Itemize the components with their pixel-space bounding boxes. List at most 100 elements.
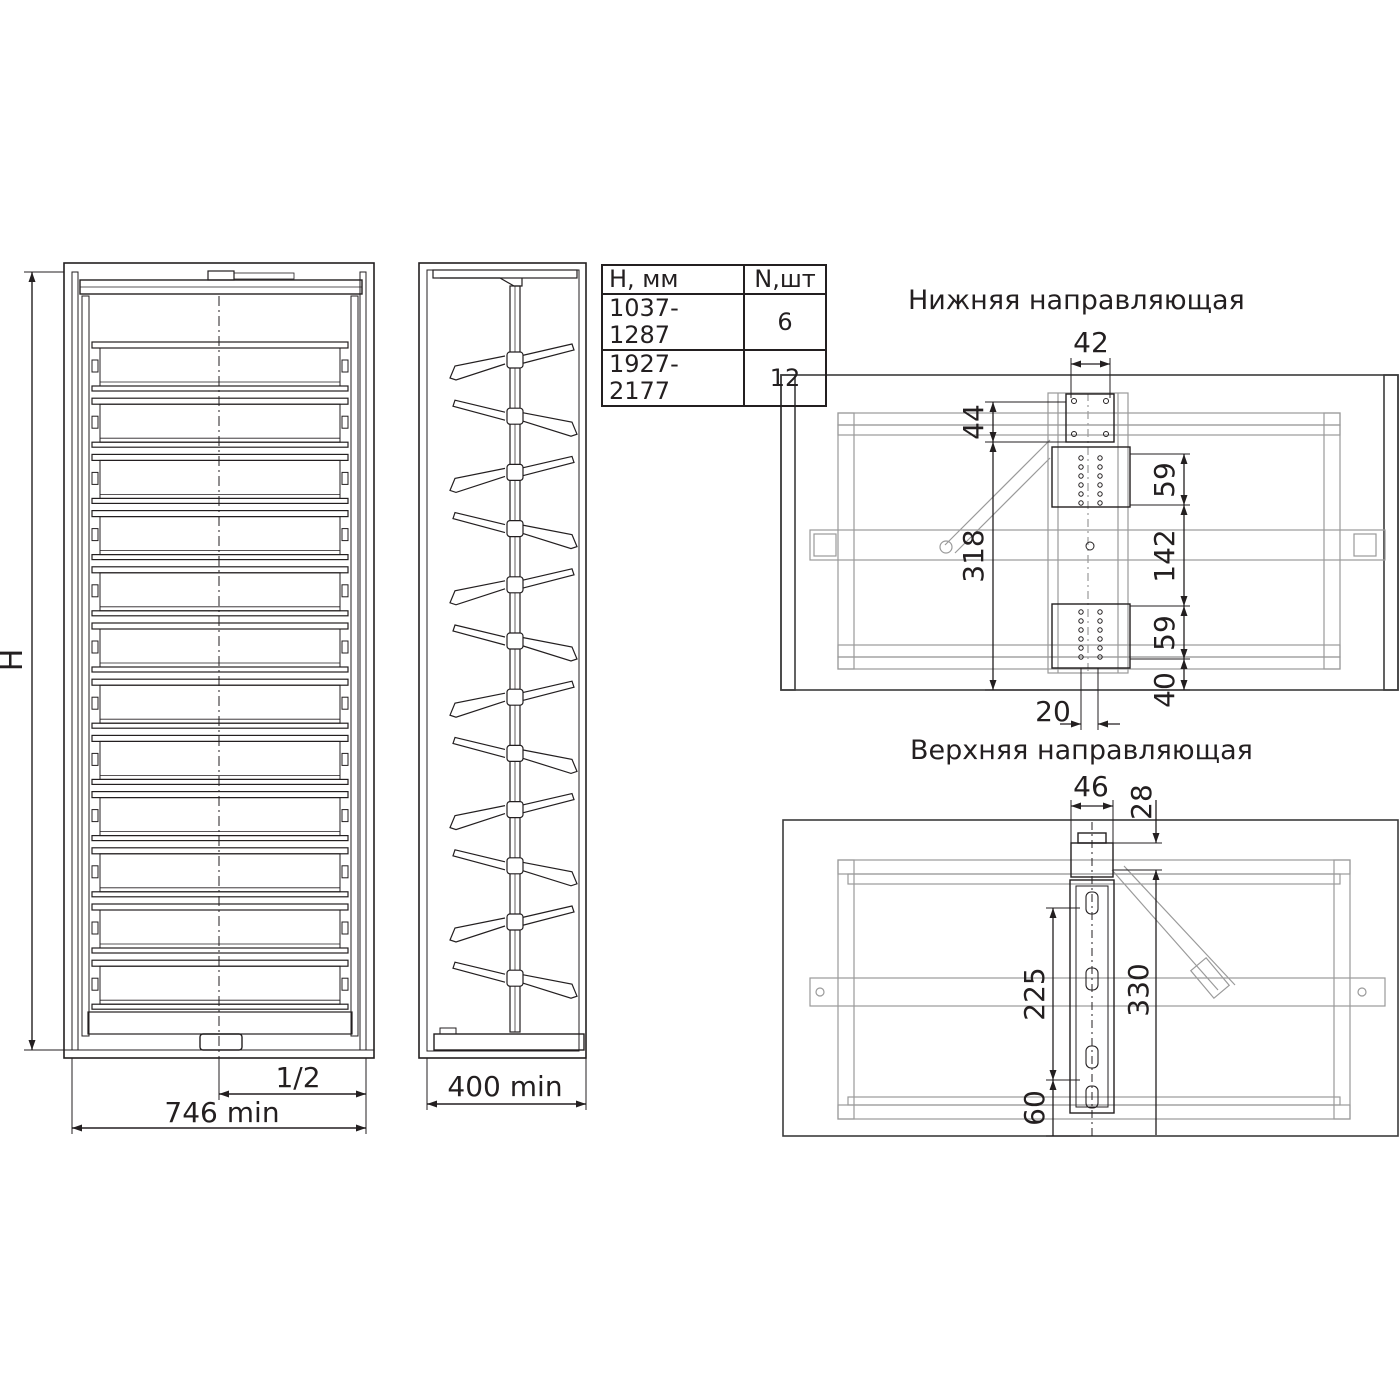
- shelf: [91, 903, 349, 954]
- upper-guide-dimensions: [1046, 800, 1162, 1137]
- rack: [449, 680, 575, 718]
- side-bottom-base: [433, 1033, 585, 1051]
- front-dimensions: [24, 271, 367, 1134]
- front-view: [63, 262, 375, 1095]
- rack: [449, 568, 575, 606]
- mount-hole: [1097, 500, 1103, 506]
- mount-hole: [1078, 618, 1084, 624]
- lower-dim-40: 40: [1148, 672, 1181, 708]
- lower-dim-59b: 59: [1148, 615, 1181, 651]
- side-top-rail: [432, 269, 578, 279]
- shelf: [91, 341, 349, 392]
- shelf: [91, 678, 349, 729]
- half-label: 1/2: [275, 1061, 320, 1094]
- spec-table-header-n: N,шт: [743, 264, 827, 295]
- mount-hole: [1097, 636, 1103, 642]
- mount-hole: [1078, 491, 1084, 497]
- mount-hole: [1097, 455, 1103, 461]
- bottom-mechanism: [199, 1033, 243, 1051]
- upper-dim-46: 46: [1073, 770, 1109, 803]
- spec-table: H, мм N,шт 1037-1287 6 1927-2177 12: [601, 264, 827, 407]
- rack: [452, 961, 578, 999]
- upper-dim-60: 60: [1018, 1090, 1051, 1126]
- mount-hole: [1078, 645, 1084, 651]
- cabinet-inner-left-panel: [71, 271, 79, 1051]
- upper-dim-28: 28: [1125, 784, 1158, 820]
- mount-hole: [1097, 654, 1103, 660]
- shelf: [91, 847, 349, 898]
- upper-dim-225: 225: [1018, 967, 1051, 1020]
- lower-guide-left-panel: [780, 374, 796, 691]
- shelf: [91, 790, 349, 842]
- shelf-group: [91, 341, 349, 1010]
- lower-dim-59a: 59: [1148, 462, 1181, 498]
- shelf: [91, 453, 349, 504]
- mount-hole: [1097, 645, 1103, 651]
- side-cabinet-outline: [418, 262, 587, 1059]
- mount-hole: [1078, 500, 1084, 506]
- mount-hole: [1097, 482, 1103, 488]
- rack: [452, 399, 578, 437]
- lower-dim-142: 142: [1148, 529, 1181, 582]
- lower-guide-right-panel: [1383, 374, 1399, 691]
- lower-guide-drawing: [780, 374, 1399, 691]
- mount-hole: [1097, 491, 1103, 497]
- lower-dim-20: 20: [1035, 695, 1071, 728]
- shelf: [91, 959, 349, 1010]
- mount-hole: [1078, 455, 1084, 461]
- mount-hole: [1097, 627, 1103, 633]
- rack: [449, 905, 575, 943]
- upper-guide-frame: [782, 819, 1399, 1137]
- shelf: [91, 566, 349, 617]
- lower-guide-dimensions: [985, 358, 1190, 730]
- mount-hole: [1097, 618, 1103, 624]
- lower-guide-title: Нижняя направляющая: [908, 285, 1245, 316]
- left-post: [81, 295, 90, 1037]
- cabinet-inner-right-panel: [359, 271, 367, 1051]
- mount-hole: [1078, 473, 1084, 479]
- upper-guide-title: Верхняя направляющая: [910, 735, 1253, 766]
- mount-hole: [1097, 473, 1103, 479]
- mount-hole: [1071, 398, 1077, 404]
- spec-table-cell-h: 1037-1287: [601, 293, 745, 351]
- upper-guide-drawing: [782, 819, 1399, 1140]
- rack: [449, 792, 575, 831]
- spec-table-row: 1927-2177 12: [601, 349, 827, 407]
- rack: [452, 736, 578, 775]
- lower-dim-42: 42: [1073, 326, 1109, 359]
- mount-hole: [1097, 464, 1103, 470]
- mount-hole: [1103, 431, 1109, 437]
- mount-hole: [1097, 609, 1103, 615]
- shelf: [91, 622, 349, 673]
- side-top-bracket: [440, 277, 523, 287]
- width-label: 746 min: [164, 1096, 279, 1129]
- lower-mid-plate: [1051, 446, 1131, 508]
- lower-bottom-plate: [1051, 603, 1131, 669]
- side-view: [418, 262, 587, 1059]
- mount-hole: [1078, 654, 1084, 660]
- mount-hole: [1078, 609, 1084, 615]
- mount-hole: [1078, 627, 1084, 633]
- mount-hole: [1078, 464, 1084, 470]
- spec-table-header-h: H, мм: [601, 264, 745, 295]
- height-label: H: [0, 649, 30, 672]
- mount-hole: [1085, 541, 1095, 551]
- rack: [449, 455, 575, 494]
- bottom-base: [87, 1011, 353, 1035]
- lower-top-plate: [1065, 393, 1115, 443]
- spec-table-cell-n: 6: [743, 293, 827, 351]
- rack: [452, 624, 578, 662]
- mount-hole: [1078, 636, 1084, 642]
- rack: [452, 849, 578, 887]
- upper-dim-330: 330: [1122, 963, 1155, 1016]
- spec-table-cell-h: 1927-2177: [601, 349, 745, 407]
- top-mechanism: [207, 270, 235, 281]
- lower-dim-318: 318: [957, 529, 990, 582]
- lower-dim-44: 44: [957, 404, 990, 440]
- shelf: [91, 510, 349, 561]
- rack-group: [449, 343, 578, 999]
- shelf: [91, 734, 349, 786]
- lower-guide-frame: [780, 374, 1399, 691]
- side-dimensions: [426, 1058, 587, 1110]
